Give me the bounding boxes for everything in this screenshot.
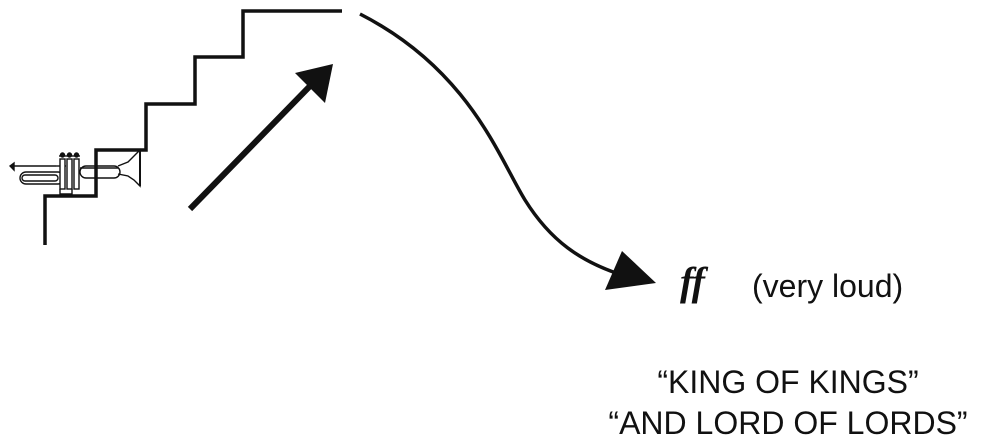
dynamic-description: (very loud)	[752, 268, 904, 304]
trumpet-icon	[8, 148, 141, 195]
curved-down-arrow	[359, 12, 656, 290]
dynamic-marking: ff	[680, 259, 705, 304]
lyric-line-1: “KING OF KINGS”	[657, 364, 919, 400]
staircase	[43, 9, 342, 245]
lyrics-block: “KING OF KINGS” “AND LORD OF LORDS”	[590, 362, 986, 444]
lyric-line-2: “AND LORD OF LORDS”	[608, 405, 968, 441]
diagonal-up-arrow	[187, 64, 333, 212]
